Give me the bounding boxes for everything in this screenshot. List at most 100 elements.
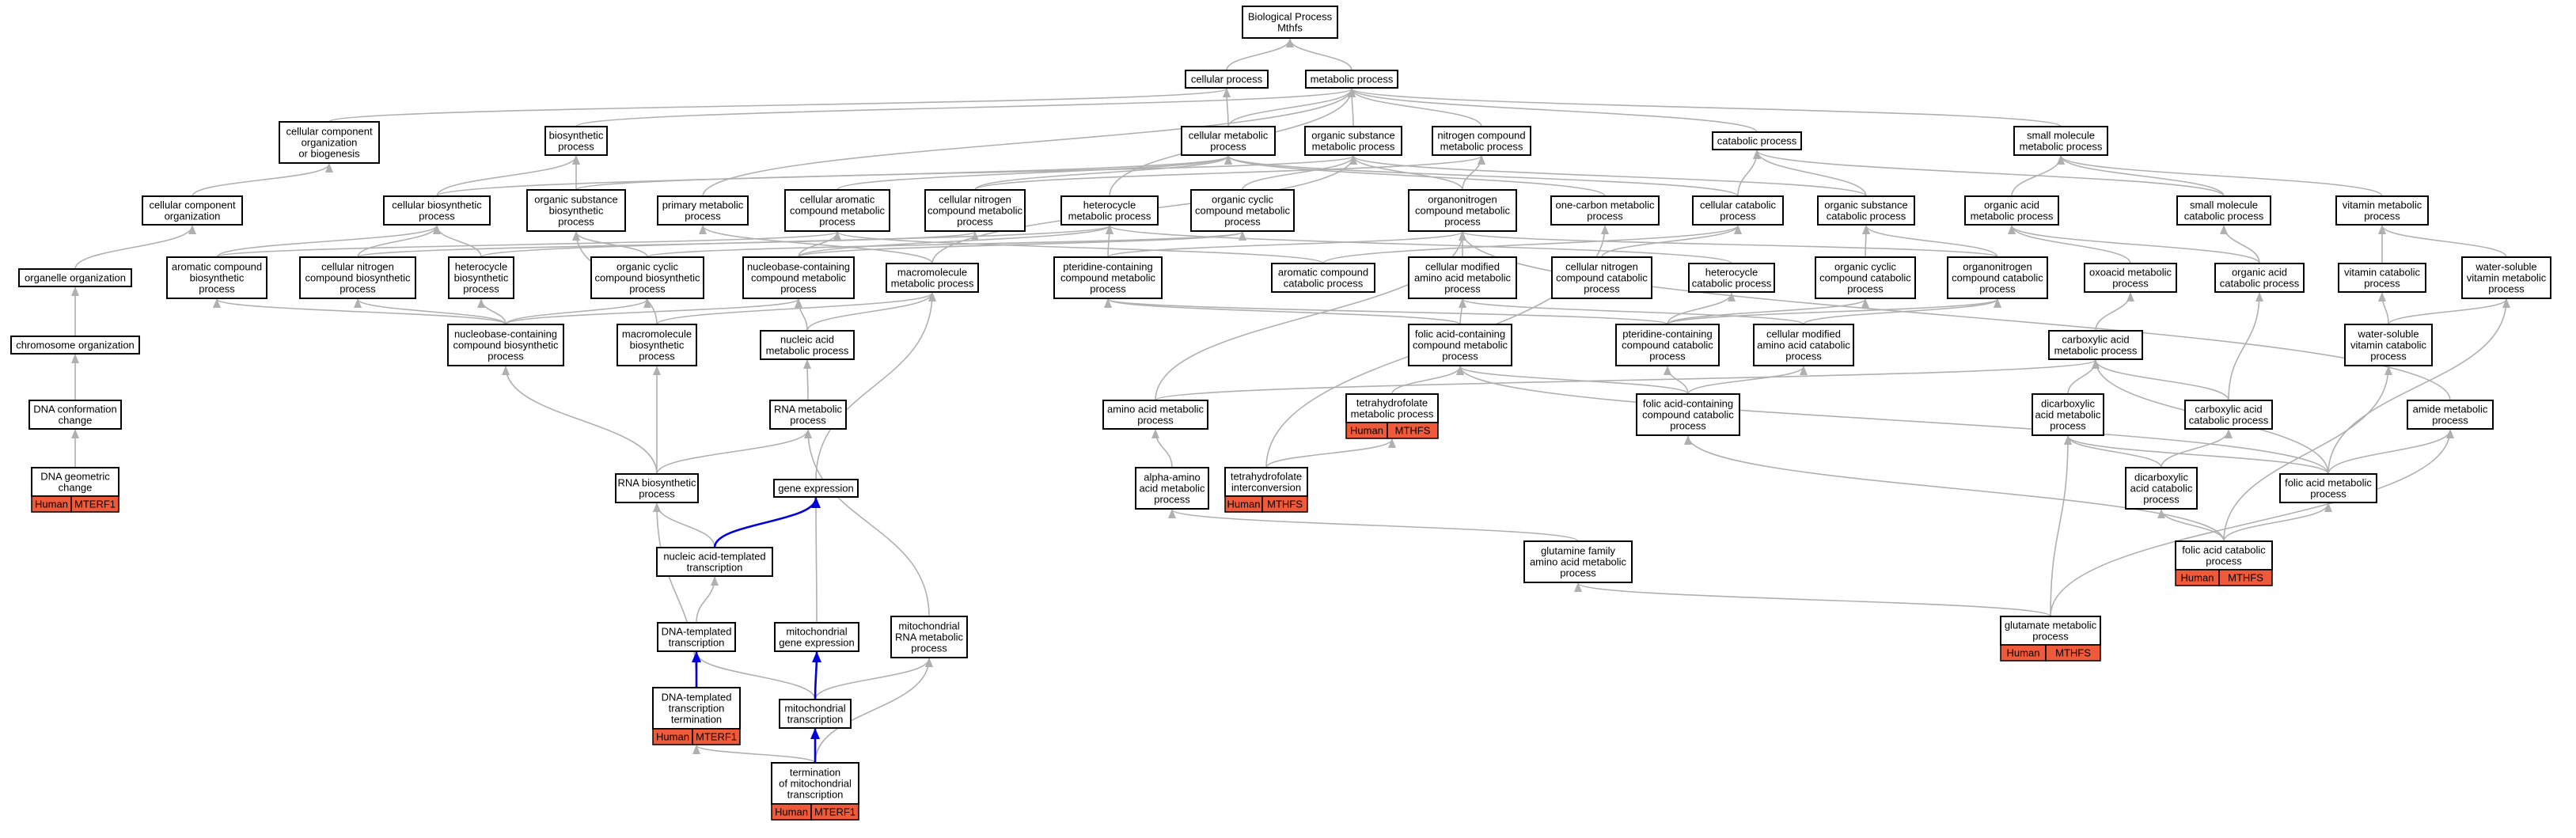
go-term-node-cellular-process[interactable]: cellular process (1185, 70, 1269, 89)
node-box (383, 195, 491, 226)
go-term-node-chromosome-organization[interactable]: chromosome organization (10, 336, 140, 355)
node-box (1135, 467, 1209, 510)
node-box (279, 121, 380, 164)
node-box (2214, 263, 2305, 293)
node-box (773, 479, 859, 498)
edge-nucleic_acid_templated_transcription-to-gene_expression (713, 497, 821, 548)
edge-dicarboxylic_catabolic-to-dicarboxylic_metabolic (2064, 435, 2162, 468)
edge-nucleobase_biosynthetic-to-cellular_nitrogen_biosynthetic (354, 298, 506, 325)
node-box (1053, 256, 1163, 299)
go-term-node-gene-expression[interactable]: gene expression (773, 479, 859, 498)
node-box (1964, 195, 2059, 226)
edge-carboxylic_acid_metabolic-to-oxoacid_metabolic (2095, 292, 2134, 332)
go-term-node-organelle-organization[interactable]: organelle organization (18, 268, 132, 287)
go-term-node-metabolic-process[interactable]: metabolic process (1305, 70, 1398, 89)
node-box (774, 622, 859, 652)
edge-catabolic_process-to-metabolic_process (1348, 88, 1758, 133)
node-box (1408, 256, 1517, 299)
go-term-node-catabolic-process[interactable]: catabolic process (1712, 131, 1802, 150)
node-box (2461, 256, 2551, 299)
edge-aromatic_catabolic-to-cellular_aromatic_metabolic (833, 231, 1324, 264)
edge-glutamate_metabolic-to-glutamine_family_metabolic (1574, 582, 2051, 617)
node-box (652, 687, 741, 730)
node-box (1304, 126, 1402, 156)
